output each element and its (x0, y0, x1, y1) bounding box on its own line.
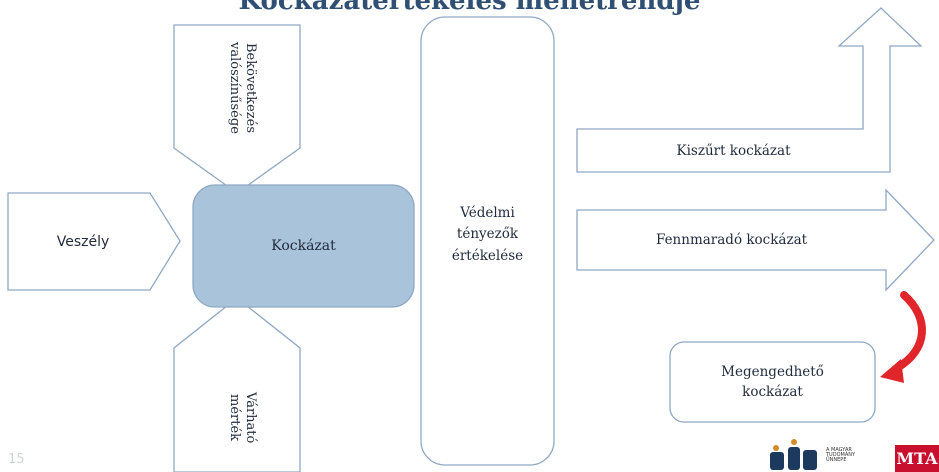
risk-label: Kockázat (271, 238, 336, 254)
protection-label: Védelmi tényezők értékelése (451, 204, 524, 264)
hazard-label: Veszély (56, 233, 110, 250)
filtered-label: Kiszűrt kockázat (676, 142, 791, 159)
acceptable-label: Megengedhető kockázat (721, 363, 824, 400)
magnitude-label: Várható mérték (226, 392, 258, 444)
magnitude-arrow-shape (173, 297, 301, 472)
residual-arrow-shape (576, 188, 935, 292)
probability-arrow-shape (173, 24, 301, 194)
protection-box-shape (420, 16, 555, 466)
page-number: 15 (8, 452, 25, 467)
acceptable-box-shape (669, 341, 876, 423)
logo-org-text: A MAGYAR TUDOMÁNY ÜNNEPE (826, 447, 856, 463)
probability-label: Bekövetkezés valószínűsége (226, 42, 258, 134)
mta-logo-figures-icon (770, 439, 817, 470)
residual-label: Fennmaradó kockázat (655, 232, 808, 248)
mta-badge: MTA (895, 445, 939, 472)
curved-red-arrow (893, 291, 926, 372)
curved-red-arrowhead (880, 359, 904, 383)
risk-box-shape (192, 184, 415, 308)
filtered-arrow-shape (576, 7, 923, 173)
page-title: Kockázatértékelés menetrendje (238, 0, 701, 16)
hazard-arrow-shape (7, 192, 181, 291)
